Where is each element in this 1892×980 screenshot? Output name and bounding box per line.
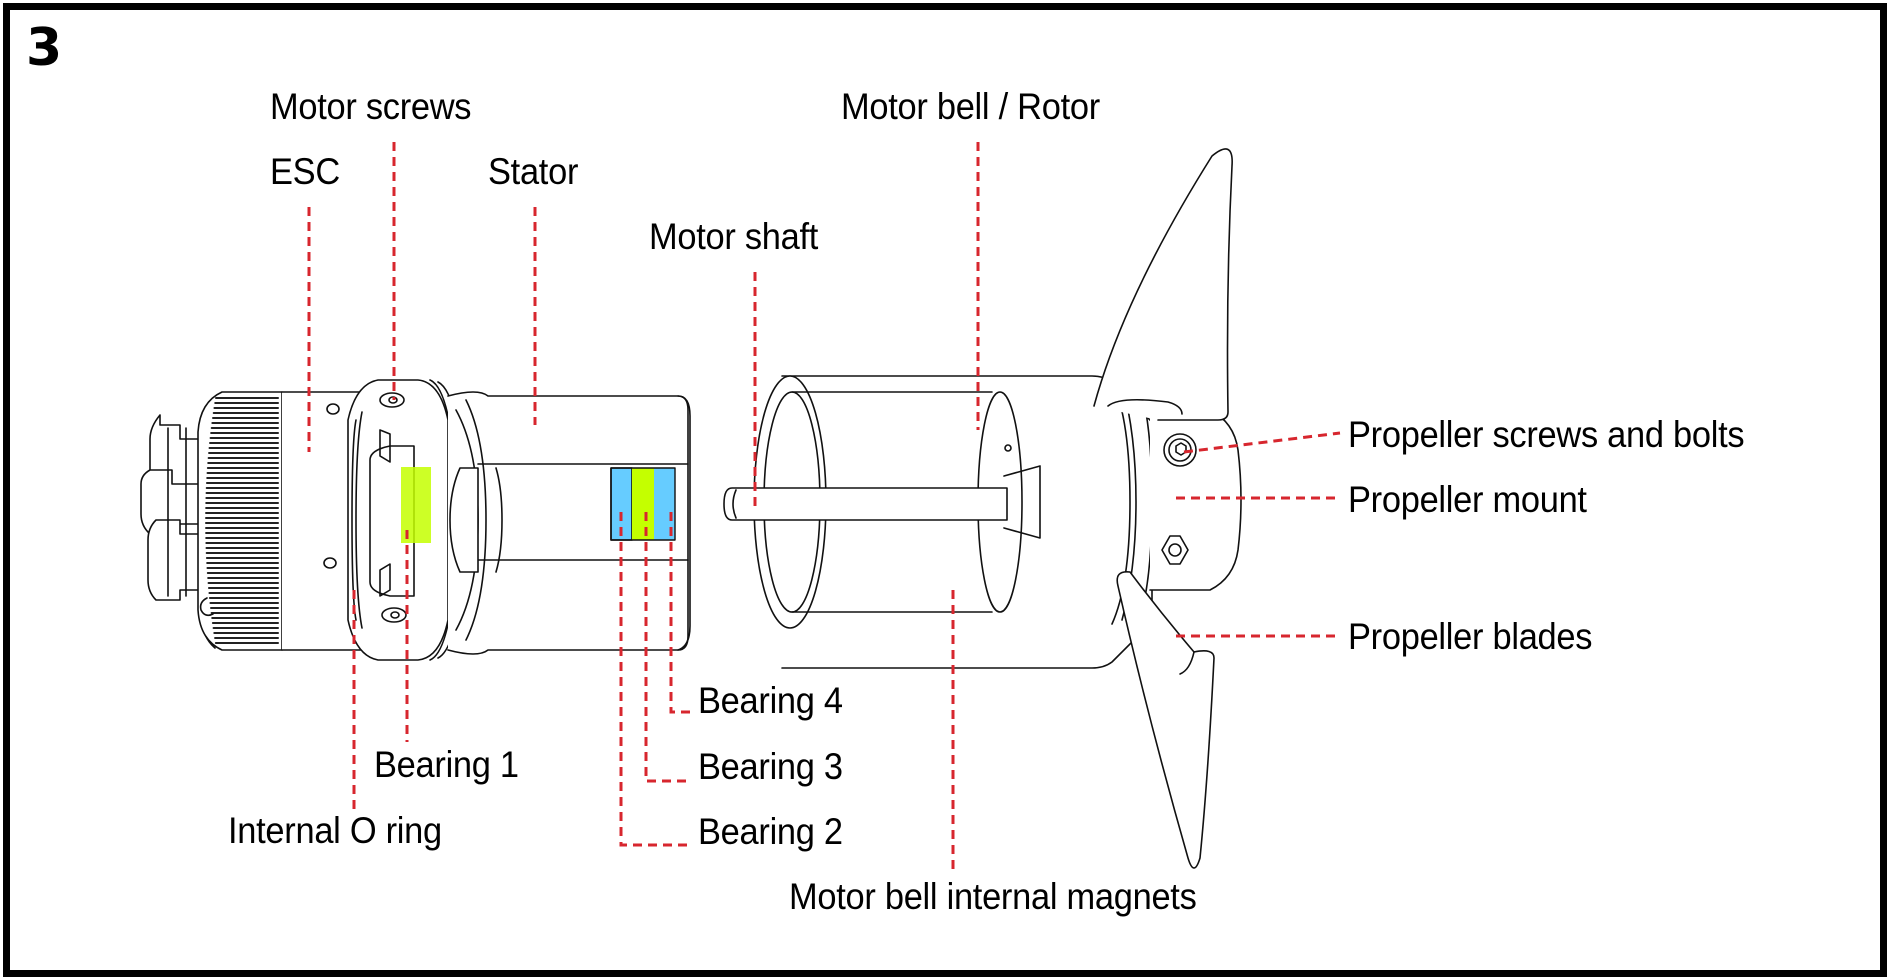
- propeller-blades: [1093, 148, 1233, 869]
- leader-prop-screws: [1183, 431, 1341, 454]
- figure-frame: [3, 3, 1887, 977]
- bearing-3-highlight: [632, 468, 654, 540]
- label-propeller-blades: Propeller blades: [1348, 616, 1593, 657]
- label-bearing-2: Bearing 2: [698, 811, 843, 852]
- label-bearing-4: Bearing 4: [698, 680, 843, 721]
- cable-glands: [140, 414, 203, 601]
- label-propeller-mount: Propeller mount: [1348, 479, 1587, 520]
- label-motor-shaft: Motor shaft: [649, 216, 819, 257]
- label-bearing-1: Bearing 1: [374, 744, 519, 785]
- label-motor-bell-internal-magnets: Motor bell internal magnets: [789, 876, 1197, 917]
- motor-shaft: [723, 487, 1008, 521]
- leader-bearing-2: [619, 512, 690, 847]
- label-motor-bell-rotor: Motor bell / Rotor: [841, 86, 1100, 127]
- label-stator: Stator: [488, 151, 579, 192]
- esc-knurled-ring: [197, 391, 283, 651]
- label-bearing-3: Bearing 3: [698, 746, 843, 787]
- leader-lines: [307, 142, 1341, 872]
- label-internal-o-ring: Internal O ring: [228, 810, 442, 851]
- stator: [447, 391, 691, 655]
- figure-number: 3: [26, 18, 63, 78]
- bearing-4-highlight: [654, 468, 675, 540]
- label-esc: ESC: [270, 151, 340, 192]
- label-motor-screws: Motor screws: [270, 86, 472, 127]
- leader-bearing-4: [669, 512, 690, 714]
- propeller-mount: [1149, 409, 1242, 591]
- label-propeller-screws-bolts: Propeller screws and bolts: [1348, 414, 1745, 455]
